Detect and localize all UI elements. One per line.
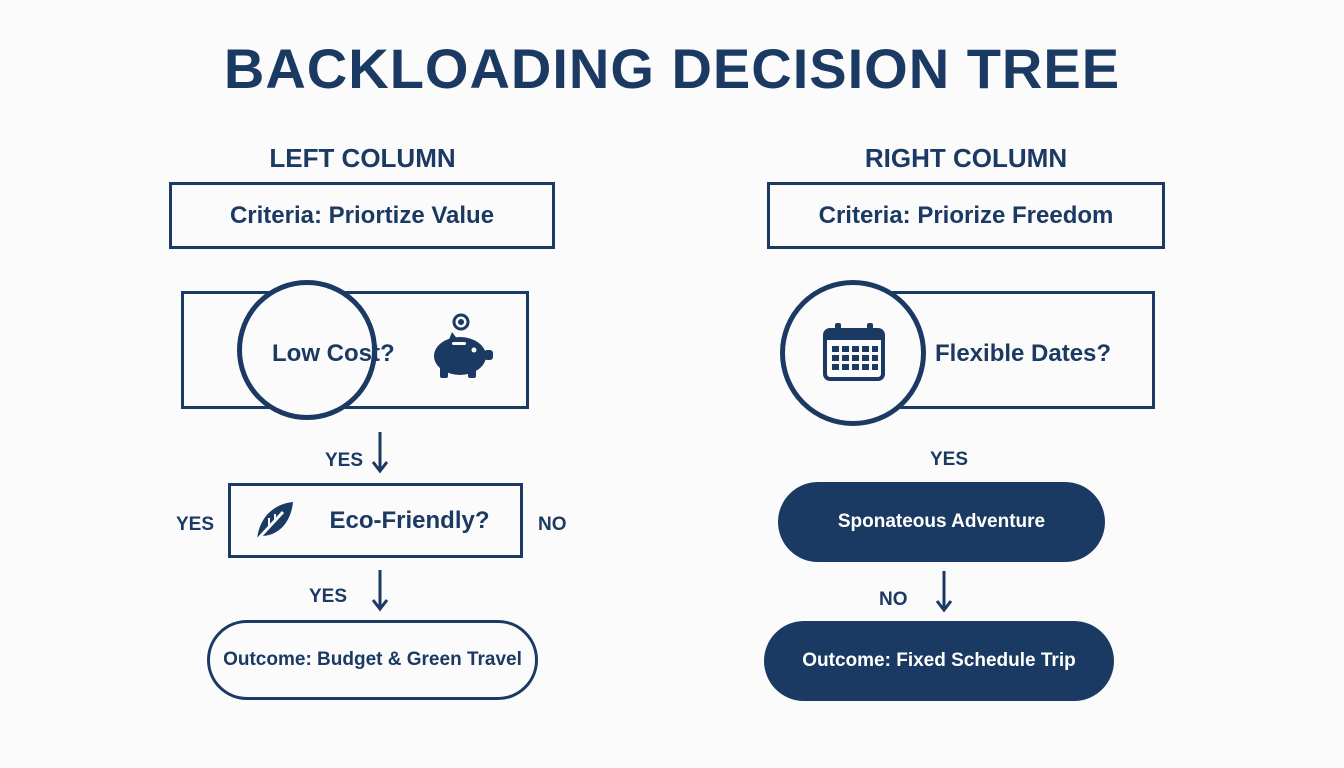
left-criteria-label: Criteria: Priortize Value bbox=[229, 201, 495, 229]
left-criteria-box: Criteria: Priortize Value bbox=[169, 182, 555, 249]
eco-friendly-yes-label: YES bbox=[309, 586, 348, 607]
eco-friendly-side-no-label: NO bbox=[538, 514, 567, 535]
eco-friendly-question: Eco-Friendly? bbox=[329, 506, 490, 534]
flexible-dates-question: Flexible Dates? bbox=[935, 340, 1112, 367]
low-cost-circle bbox=[237, 280, 377, 420]
low-cost-yes-label: YES bbox=[325, 450, 364, 471]
flexible-dates-circle bbox=[780, 280, 926, 426]
eco-friendly-side-yes-label: YES bbox=[176, 514, 215, 535]
right-outcome-pill: Outcome: Fixed Schedule Trip bbox=[764, 621, 1114, 701]
right-criteria-label: Criteria: Priorize Freedom bbox=[818, 201, 1114, 229]
calendar-icon bbox=[823, 323, 885, 381]
right-arrow-1 bbox=[935, 571, 953, 613]
left-arrow-1 bbox=[371, 432, 389, 474]
piggy-bank-icon bbox=[434, 313, 493, 378]
flexible-dates-yes-label: YES bbox=[930, 449, 969, 470]
left-arrow-2 bbox=[371, 570, 389, 612]
spontaneous-no-label: NO bbox=[879, 589, 908, 610]
spontaneous-adventure-label: Sponateous Adventure bbox=[837, 511, 1046, 532]
low-cost-question: Low Cost? bbox=[272, 340, 395, 367]
right-column-heading: RIGHT COLUMN bbox=[864, 143, 1068, 173]
left-outcome-label: Outcome: Budget & Green Travel bbox=[223, 649, 522, 670]
leaf-icon bbox=[256, 501, 294, 541]
eco-friendly-decision-box: Eco-Friendly? bbox=[228, 483, 523, 558]
right-criteria-box: Criteria: Priorize Freedom bbox=[767, 182, 1165, 249]
left-outcome-pill: Outcome: Budget & Green Travel bbox=[207, 620, 538, 700]
right-outcome-label: Outcome: Fixed Schedule Trip bbox=[802, 650, 1076, 671]
left-column-heading: LEFT COLUMN bbox=[269, 143, 456, 173]
page-title: BACKLOADING DECISION TREE bbox=[223, 37, 1121, 100]
spontaneous-adventure-node: Sponateous Adventure bbox=[778, 482, 1105, 562]
